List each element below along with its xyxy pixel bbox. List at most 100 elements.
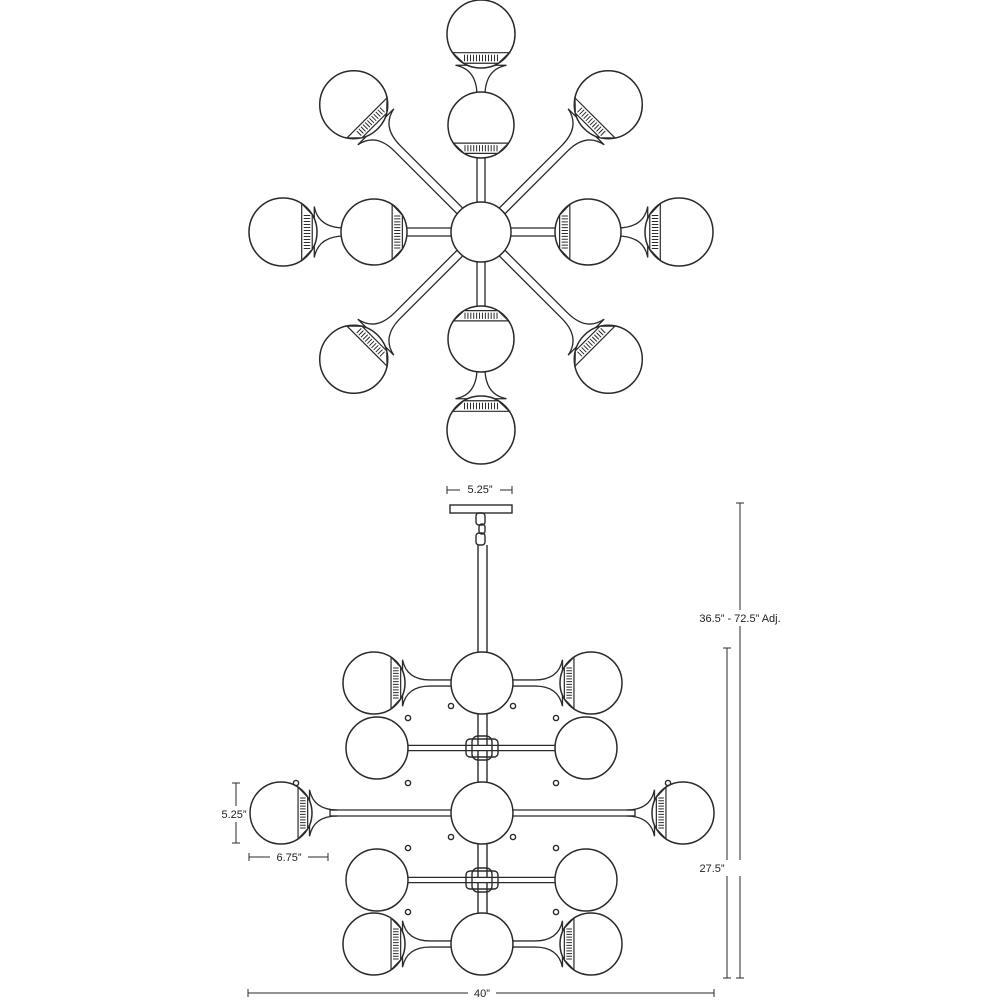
globe-shade	[318, 69, 389, 140]
band-pattern	[303, 215, 311, 249]
decorative-band	[301, 202, 313, 262]
globe-width-label: 6.75”	[276, 852, 301, 864]
overall-width-label: 40”	[474, 988, 490, 1000]
decorative-band	[451, 142, 511, 154]
decorative-band	[563, 655, 575, 711]
dimension-lines: 5.25” 36.5” - 72.5” Adj. 27.5” 5.25” 6.7…	[218, 482, 790, 1000]
socket-knob	[404, 714, 412, 722]
globe-shade	[644, 197, 714, 267]
flared-arm	[357, 228, 485, 356]
band-pattern	[464, 145, 498, 152]
band-pattern	[356, 107, 385, 136]
decorative-band	[574, 96, 617, 139]
socket-knob	[552, 779, 560, 787]
globe-shade	[447, 91, 515, 159]
decorative-band	[451, 52, 511, 64]
flared-arm	[626, 789, 656, 837]
flared-arm	[357, 108, 485, 236]
hub-ring	[471, 867, 493, 893]
globe-shade	[318, 324, 389, 395]
globe-shade	[554, 848, 618, 912]
side-elevation	[249, 504, 715, 976]
socket-knob	[404, 908, 412, 916]
globe-shade	[249, 781, 313, 845]
decorative-band	[390, 655, 402, 711]
flared-arm	[401, 659, 471, 707]
band-pattern	[464, 402, 498, 410]
band-pattern	[464, 312, 498, 319]
socket-knob	[664, 779, 672, 787]
band-pattern	[394, 215, 401, 249]
socket-knob	[552, 844, 560, 852]
band-pattern	[651, 215, 659, 249]
globe-shade	[345, 716, 409, 780]
band-pattern	[566, 928, 572, 960]
flared-arm	[493, 659, 564, 707]
globe-shade	[559, 651, 623, 715]
band-pattern	[561, 215, 568, 249]
canopy-plate	[449, 504, 513, 514]
globe-shade	[345, 848, 409, 912]
arm-rod	[394, 876, 571, 884]
center-stem	[477, 545, 488, 958]
band-pattern	[393, 667, 399, 699]
socket-knob	[404, 844, 412, 852]
center-globe	[450, 912, 514, 976]
globe-shade	[446, 395, 516, 465]
band-pattern	[300, 797, 306, 829]
decorative-band	[563, 916, 575, 972]
decorative-band	[655, 785, 667, 841]
globe-shade	[248, 197, 318, 267]
globe-shade	[651, 781, 715, 845]
flared-arm	[308, 789, 338, 837]
socket-knob	[447, 702, 455, 710]
globe-shade	[559, 912, 623, 976]
flared-arm	[477, 108, 605, 236]
socket-knob	[509, 702, 517, 710]
socket-knob	[552, 908, 560, 916]
hub-collar	[465, 738, 499, 758]
decorative-band	[297, 785, 309, 841]
decorative-band	[451, 400, 511, 412]
center-globe	[450, 781, 514, 845]
globe-shade	[342, 912, 406, 976]
body-height-label: 27.5”	[699, 863, 724, 875]
canopy-width-label: 5.25”	[467, 484, 492, 496]
globe-shade	[342, 651, 406, 715]
decorative-band	[559, 202, 571, 262]
band-pattern	[566, 667, 572, 699]
overall-height-label: 36.5” - 72.5” Adj.	[699, 613, 780, 625]
decorative-band	[391, 202, 403, 262]
hub-ring	[471, 735, 493, 761]
socket-knob	[447, 833, 455, 841]
chain	[475, 512, 486, 546]
globe-shade	[447, 305, 515, 373]
globe-shade	[340, 198, 408, 266]
center-hub	[450, 201, 512, 263]
socket-knob	[292, 779, 300, 787]
globe-shade	[446, 0, 516, 69]
hub-collar	[465, 870, 499, 890]
decorative-band	[345, 325, 388, 368]
band-pattern	[577, 107, 606, 136]
socket-knob	[404, 779, 412, 787]
band-pattern	[356, 328, 385, 357]
globe-height-label: 5.25”	[221, 809, 246, 821]
globe-shade	[573, 69, 644, 140]
socket-knob	[552, 714, 560, 722]
flared-arm	[477, 228, 605, 356]
band-pattern	[464, 54, 498, 62]
decorative-band	[574, 325, 617, 368]
flared-arm	[493, 920, 564, 968]
arm-rod	[394, 744, 571, 752]
globe-shade	[554, 198, 622, 266]
globe-shade	[554, 716, 618, 780]
flared-arm	[401, 920, 471, 968]
decorative-band	[451, 310, 511, 322]
decorative-band	[649, 202, 661, 262]
band-pattern	[393, 928, 399, 960]
decorative-band	[390, 916, 402, 972]
socket-knob	[509, 833, 517, 841]
